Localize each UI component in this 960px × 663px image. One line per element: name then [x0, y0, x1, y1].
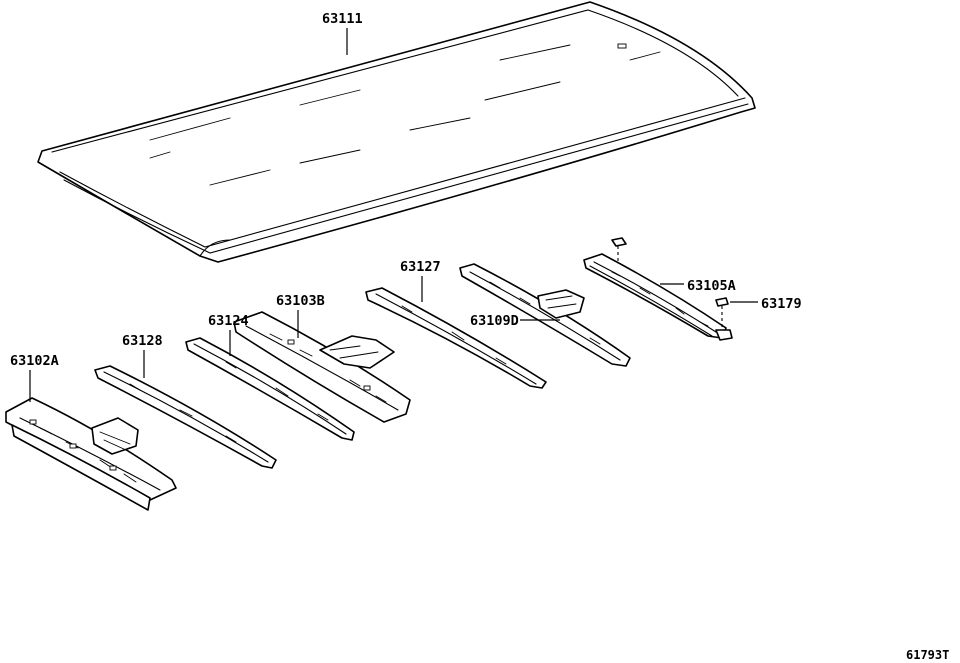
roof-bow-front-inner[interactable]	[185, 337, 355, 441]
rear-header-panel[interactable]	[583, 253, 733, 341]
roof-panel[interactable]	[37, 1, 756, 263]
label-63128: 63128	[122, 333, 163, 349]
label-63111: 63111	[322, 11, 363, 27]
label-63124: 63124	[208, 313, 249, 329]
diagram-reference: 61793T	[906, 648, 949, 662]
label-63127: 63127	[400, 259, 441, 275]
roof-bow-front[interactable]	[94, 365, 277, 469]
label-63103B: 63103B	[276, 293, 325, 309]
rivet-clip[interactable]	[715, 297, 729, 328]
reinforcement-rear[interactable]	[459, 263, 631, 367]
label-63179: 63179	[761, 296, 802, 312]
label-63109D: 63109D	[470, 313, 519, 329]
roof-bow-center[interactable]	[233, 311, 411, 423]
roof-bow-rear[interactable]	[365, 287, 547, 389]
label-63105A: 63105A	[687, 278, 736, 294]
leader-lines	[29, 28, 758, 402]
label-63102A: 63102A	[10, 353, 59, 369]
front-header-panel[interactable]	[5, 397, 177, 511]
clip-part[interactable]	[611, 237, 627, 262]
